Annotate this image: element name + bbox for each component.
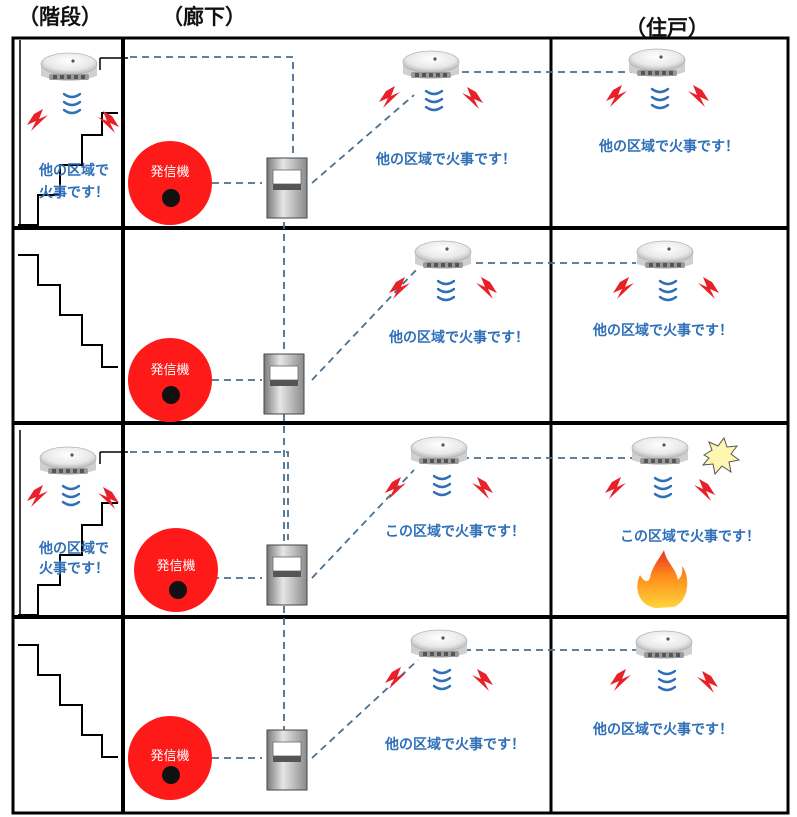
corridor-alarm-message: 他の区域で火事です！ xyxy=(388,329,529,346)
alarm-bell-icon xyxy=(134,528,218,612)
smoke-detector-icon xyxy=(628,48,686,78)
sound-wave-icon xyxy=(657,669,677,692)
lightning-icon xyxy=(476,277,497,299)
stairs xyxy=(17,644,119,758)
alarm-bell-icon xyxy=(128,338,212,422)
sound-wave-icon xyxy=(436,279,456,302)
lightning-icon xyxy=(610,669,631,691)
wiring xyxy=(212,262,636,381)
alarm-bell-icon xyxy=(128,716,212,800)
unit-alarm-message: 他の区域で火事です！ xyxy=(598,138,739,155)
bell-label: 発信機 xyxy=(150,749,189,764)
spark-icon xyxy=(701,436,741,476)
lightning-icon xyxy=(472,477,493,499)
stairs-alarm-line-1: 他の区域で xyxy=(38,162,109,179)
sound-wave-icon xyxy=(432,474,452,497)
stairs-alarm-line-1: 他の区域で xyxy=(38,540,109,557)
bell-button xyxy=(162,386,180,404)
unit-alarm-message: 他の区域で火事です！ xyxy=(592,322,733,339)
bell-label: 発信機 xyxy=(156,559,195,574)
stairs-alarm-line-2: 火事です！ xyxy=(39,184,109,201)
bell-button xyxy=(169,581,187,599)
wiring xyxy=(130,56,636,184)
smoke-detector-icon xyxy=(636,240,694,270)
building-grid xyxy=(11,36,790,815)
corridor-alarm-message: 他の区域で火事です！ xyxy=(384,736,525,753)
sound-wave-icon xyxy=(650,87,670,110)
sound-wave-icon xyxy=(658,279,678,302)
floor-4: 発信機 他の区域で火事です！ 他の区域で火事です！ xyxy=(17,629,733,800)
smoke-detector-icon xyxy=(635,630,693,660)
corridor-alarm-message: この区域で火事です！ xyxy=(385,523,525,540)
flame-icon xyxy=(637,550,688,608)
lightning-icon xyxy=(472,669,493,691)
lightning-icon xyxy=(27,485,48,507)
stair-rail xyxy=(99,451,128,464)
bell-label: 発信機 xyxy=(150,363,189,378)
smoke-detector-icon xyxy=(410,629,468,659)
alarm-panel-icon xyxy=(266,544,308,606)
sound-wave-icon xyxy=(432,668,452,691)
stair-rail xyxy=(99,57,128,70)
corridor-alarm-message: 他の区域で火事です！ xyxy=(375,151,516,168)
smoke-detector-icon xyxy=(410,436,468,466)
stairs xyxy=(17,254,119,368)
lightning-icon xyxy=(27,109,48,131)
alarm-panel-icon xyxy=(266,729,308,791)
lightning-icon xyxy=(697,671,718,693)
lightning-icon xyxy=(379,86,400,108)
lightning-icon xyxy=(605,477,626,499)
alarm-panel-icon xyxy=(266,157,308,219)
sound-wave-icon xyxy=(653,476,673,499)
smoke-detector-icon xyxy=(414,240,472,270)
lightning-icon xyxy=(688,85,709,107)
smoke-detector-icon xyxy=(631,436,689,466)
floor-3: 他の区域で 火事です！ 発信機 この区域で火事です！ この区域で火事です！ xyxy=(17,436,760,616)
alarm-bell-icon xyxy=(128,141,212,225)
lightning-icon xyxy=(613,277,634,299)
sound-wave-icon xyxy=(424,89,444,112)
smoke-detector-icon xyxy=(40,52,98,82)
lightning-icon xyxy=(698,277,719,299)
sound-wave-icon xyxy=(61,484,81,507)
floor-2: 発信機 他の区域で火事です！ 他の区域で火事です！ xyxy=(17,240,733,422)
floor-1: 他の区域で 火事です！ 発信機 他の区域で火事です！ 他の区域で火事です！ xyxy=(17,48,739,226)
unit-alarm-message: 他の区域で火事です！ xyxy=(592,721,733,738)
smoke-detector-icon xyxy=(39,446,97,476)
lightning-icon xyxy=(462,87,483,109)
lightning-icon xyxy=(606,85,627,107)
bell-button xyxy=(162,189,180,207)
alarm-panel-icon xyxy=(263,353,305,415)
stairs-alarm-line-2: 火事です！ xyxy=(39,560,109,577)
sound-wave-icon xyxy=(62,92,82,115)
lightning-icon xyxy=(385,477,406,499)
lightning-icon xyxy=(694,479,715,501)
bell-label: 発信機 xyxy=(150,165,189,180)
smoke-detector-icon xyxy=(402,50,460,80)
bell-button xyxy=(162,766,180,784)
header-unit: （住戸） xyxy=(625,16,709,40)
stairs xyxy=(17,502,119,616)
unit-alarm-message: この区域で火事です！ xyxy=(620,528,760,545)
header-corridor: （廊下） xyxy=(162,5,246,29)
header-stairs: （階段） xyxy=(18,5,102,29)
lightning-icon xyxy=(385,667,406,689)
